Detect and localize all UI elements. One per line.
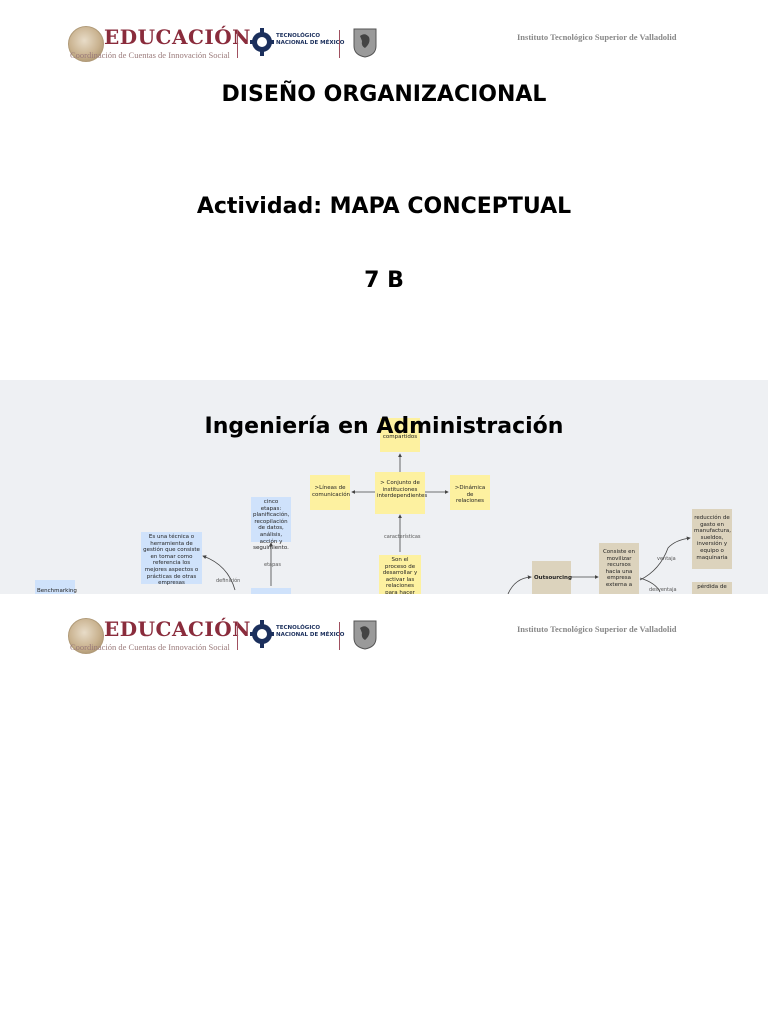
tecnm-gear-icon [250, 28, 274, 56]
header-divider [339, 30, 340, 58]
educacion-subtitle: Coordinación de Cuentas de Innovación So… [70, 642, 230, 652]
institute-name: Instituto Tecnológico Superior de Vallad… [517, 32, 677, 42]
label-definicion: definición [216, 578, 241, 584]
node-proceso-relaciones: Son el proceso de desarrollar y activar … [379, 555, 421, 594]
educacion-logo: EDUCACIÓN Coordinación de Cuentas de Inn… [68, 617, 250, 654]
node-benchmarking-box [251, 588, 291, 594]
second-header: EDUCACIÓN Coordinación de Cuentas de Inn… [0, 610, 768, 660]
itsva-shield-icon [353, 28, 377, 58]
tecnm-wordmark: TECNOLÓGICO NACIONAL DE MÉXICO [276, 33, 345, 46]
node-compartidos: compartidos [380, 418, 420, 452]
educacion-wordmark: EDUCACIÓN [104, 617, 251, 641]
node-consiste-movilizar: Consiste en movilizar recursos hacia una… [599, 543, 639, 594]
label-etapas: etapas [264, 562, 281, 568]
node-outsourcing: Outsourcing [532, 561, 572, 594]
node-benchmarking: Benchmarking [35, 580, 77, 594]
node-lineas-comunicacion: >Líneas de comunicación [310, 475, 350, 510]
career-title: Ingeniería en Administración [204, 414, 564, 439]
itsva-shield-icon [353, 620, 377, 650]
educacion-logo: EDUCACIÓN Coordinación de Cuentas de Inn… [68, 25, 250, 62]
top-header: EDUCACIÓN Coordinación de Cuentas de Inn… [0, 18, 768, 68]
node-perdida: pérdida de [692, 582, 732, 594]
activity-title: Actividad: MAPA CONCEPTUAL [196, 194, 572, 219]
subject-title: DISEÑO ORGANIZACIONAL [221, 82, 547, 107]
node-tecnica-gestion: Es una técnica o herramienta de gestión … [141, 532, 202, 586]
header-divider [339, 622, 340, 650]
mexico-seal-icon [68, 26, 104, 62]
group-title: 7 B [364, 268, 404, 293]
header-divider [237, 622, 238, 650]
node-reduccion-gasto: reducción de gasto en manufactura, sueld… [692, 509, 732, 569]
tecnm-wordmark: TECNOLÓGICO NACIONAL DE MÉXICO [276, 625, 345, 638]
mexico-seal-icon [68, 618, 104, 654]
tecnm-gear-icon [250, 620, 274, 648]
institute-name: Instituto Tecnológico Superior de Vallad… [517, 624, 677, 634]
educacion-subtitle: Coordinación de Cuentas de Innovación So… [70, 50, 230, 60]
label-desventaja: desventaja [649, 587, 677, 593]
node-cinco-etapas: cinco etapas: planificación, recopilació… [251, 497, 291, 552]
node-conjunto-instituciones: > Conjunto de instituciones interdependi… [375, 472, 427, 514]
header-divider [237, 30, 238, 58]
concept-map-preview: compartidos >Líneas de comunicación > Co… [0, 380, 768, 594]
node-dinamica-relaciones: >Dinámica de relaciones [450, 475, 490, 510]
label-ventaja: ventaja [657, 556, 676, 562]
label-caracteristicas: características [384, 534, 421, 540]
educacion-wordmark: EDUCACIÓN [104, 25, 251, 49]
concept-map-connectors [202, 453, 691, 594]
